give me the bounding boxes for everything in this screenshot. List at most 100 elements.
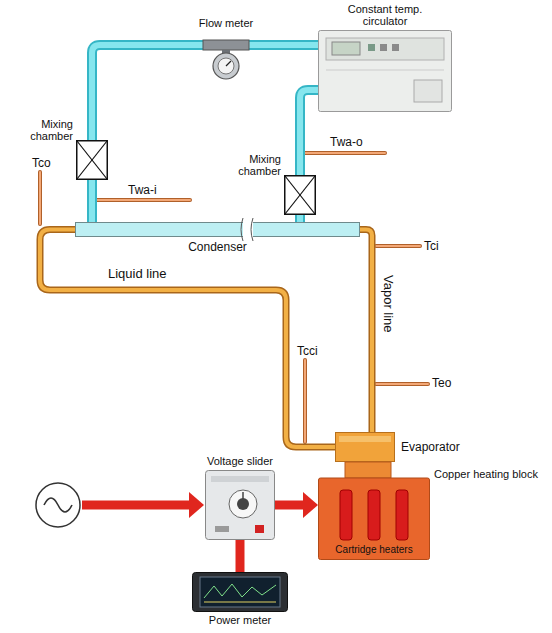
rect-shape: [77, 141, 108, 180]
svg-shape: [335, 432, 395, 462]
part-label: Evaporator: [401, 440, 460, 454]
probe-tcci: [303, 360, 307, 442]
thermocouple-probes: [40, 153, 428, 442]
part-label: Mixing chamber: [233, 153, 281, 177]
water-pipe-stroke: [89, 180, 95, 222]
rect-shape: [326, 38, 444, 60]
line-shape: [326, 70, 444, 71]
power-wire-stroke: [275, 501, 304, 510]
svg-shape: [318, 30, 452, 112]
probe-teo: [376, 382, 428, 386]
part-label: Cartridge heaters: [335, 544, 412, 556]
line-label: Vapor line: [381, 275, 396, 333]
mixing-chamber: Mixing chamber: [284, 175, 316, 215]
heat-pipe-line: [360, 230, 372, 433]
line-shape: [285, 176, 315, 214]
water-pipe-stroke: [295, 215, 305, 222]
line-shape: [77, 141, 107, 179]
circle-shape: [213, 53, 239, 79]
svg-shape: [205, 470, 275, 540]
heat-pipe-line-stroke: [360, 230, 372, 433]
rect-shape: [339, 436, 391, 442]
water-pipe: [300, 90, 318, 175]
water-pipe-stroke: [249, 42, 318, 48]
power-arrow-shaft: [82, 501, 189, 510]
sensor-label: Twa-i: [128, 183, 157, 197]
rect-shape: [380, 44, 387, 51]
water-pipe-stroke: [249, 40, 318, 50]
power-wire: [240, 540, 241, 572]
svg-shape: [75, 222, 360, 237]
line-shape: [242, 492, 244, 504]
rect-shape: [345, 462, 391, 478]
water-pipe: [92, 45, 203, 140]
rect-shape: [193, 573, 288, 612]
power-arrow-head: [189, 492, 204, 518]
circle-shape: [229, 490, 257, 518]
device-label: Flow meter: [199, 17, 253, 29]
water-pipe-stroke: [300, 90, 318, 175]
rect-shape: [206, 471, 275, 540]
svg-shape: [284, 175, 316, 215]
probe-tci-core: [376, 245, 420, 247]
sensor-label: Tci: [424, 239, 439, 253]
path-shape: [251, 218, 253, 241]
condenser-tube: Condenser: [75, 222, 360, 237]
rect-shape: [200, 577, 280, 607]
water-pipe: [300, 215, 301, 222]
flow-meter-icon: Flow meter: [203, 32, 249, 80]
probe-tcci-core: [304, 360, 306, 442]
probe-twa-o: [305, 151, 385, 155]
water-pipe-stroke: [92, 45, 203, 140]
line-label: Liquid line: [108, 266, 167, 281]
rect-shape: [368, 490, 380, 540]
water-pipe: [249, 45, 318, 46]
power-wire-stroke: [236, 540, 245, 572]
mixing-chamber: Mixing chamber: [76, 140, 108, 180]
device-label: Constant temp. circulator: [340, 3, 430, 27]
line-shape: [77, 141, 107, 179]
rect-shape: [332, 42, 360, 55]
probe-twa-i: [97, 198, 190, 202]
heat-pipe-line-stroke: [40, 230, 335, 448]
heat-pipe-line-stroke: [360, 230, 372, 433]
line-shape: [226, 61, 231, 66]
device-label: Power meter: [209, 614, 271, 626]
ac-source-circle: [36, 483, 80, 527]
sensor-label: Tco: [32, 156, 51, 170]
rect-shape: [368, 44, 375, 51]
ac-source: [36, 483, 80, 527]
probe-twa-o-core: [305, 152, 385, 154]
svg-shape: [76, 140, 108, 180]
heat-pipe-line-stroke: [40, 230, 335, 448]
sensor-label: Tcci: [297, 344, 318, 358]
rect-shape: [243, 218, 253, 241]
svg-shape: [203, 32, 249, 80]
probe-twa-i-core: [97, 199, 190, 201]
rect-shape: [215, 526, 229, 532]
path-shape: [241, 218, 243, 241]
rect-shape: [76, 223, 360, 237]
sensor-label: Teo: [432, 376, 451, 390]
part-label: Condenser: [188, 240, 247, 254]
rect-shape: [414, 80, 442, 102]
sine-symbol: [44, 498, 72, 512]
probe-tco: [38, 172, 42, 224]
svg-shape: [192, 572, 288, 612]
water-pipe-stroke: [87, 180, 97, 222]
probe-tci: [376, 244, 420, 248]
rect-shape: [340, 490, 352, 540]
rect-shape: [392, 44, 399, 51]
part-label: Mixing chamber: [25, 118, 73, 142]
water-pipe-stroke: [92, 45, 203, 140]
circle-shape: [218, 58, 234, 74]
power-meter-device: Power meter: [192, 572, 288, 612]
water-pipe-stroke: [300, 90, 318, 175]
rect-shape: [285, 176, 316, 215]
heating-block: Copper heating blockCartridge heaters: [318, 462, 430, 560]
rect-shape: [336, 433, 395, 462]
rect-shape: [203, 40, 249, 50]
